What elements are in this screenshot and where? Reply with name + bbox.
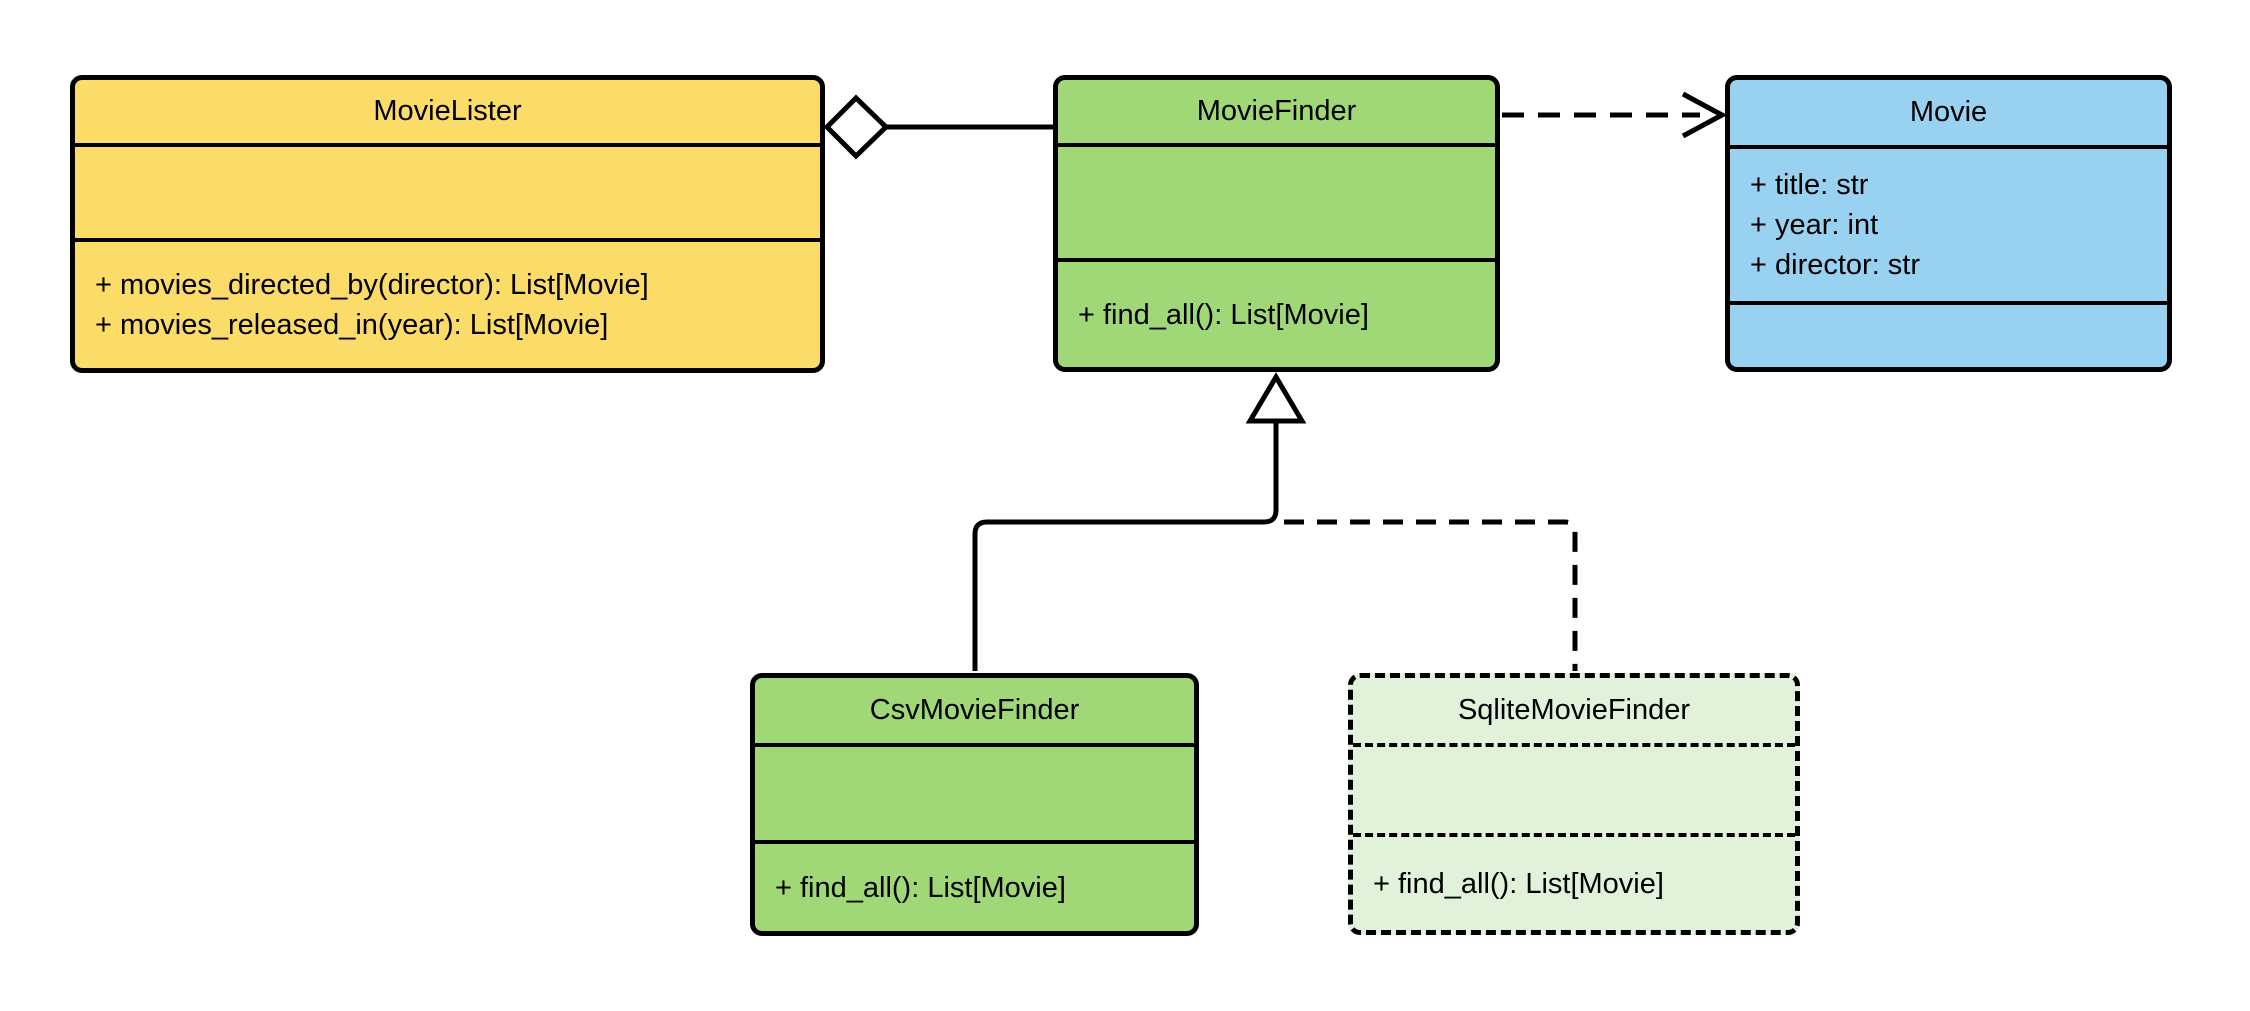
class-title-compartment: CsvMovieFinder bbox=[755, 678, 1194, 743]
generalization-solid-connector bbox=[972, 372, 1307, 671]
hollow-triangle-marker bbox=[1245, 372, 1307, 424]
method-entry: + movies_directed_by(director): List[Mov… bbox=[95, 269, 649, 301]
method-entry: + movies_released_in(year): List[Movie] bbox=[95, 309, 609, 341]
method-entry: + find_all(): List[Movie] bbox=[1373, 867, 1664, 900]
class-name: CsvMovieFinder bbox=[869, 694, 1080, 726]
methods-compartment: + find_all(): List[Movie] bbox=[755, 840, 1194, 931]
generalization-dashed-connector bbox=[1284, 519, 1578, 671]
class-name: SqliteMovieFinder bbox=[1457, 694, 1691, 726]
class-box-movie: Movie + title: str + year: int + directo… bbox=[1725, 75, 2172, 372]
attributes-compartment: + title: str + year: int + director: str bbox=[1730, 145, 2167, 301]
methods-compartment: + movies_directed_by(director): List[Mov… bbox=[75, 238, 820, 368]
class-box-movielister: MovieLister + movies_directed_by(directo… bbox=[70, 75, 825, 373]
methods-compartment: + find_all(): List[Movie] bbox=[1353, 833, 1795, 930]
class-title-compartment: MovieFinder bbox=[1058, 80, 1495, 143]
attribute-entry: + year: int bbox=[1750, 209, 1879, 241]
methods-compartment: + find_all(): List[Movie] bbox=[1058, 258, 1495, 367]
methods-compartment bbox=[1730, 301, 2167, 367]
class-name: MovieFinder bbox=[1196, 95, 1357, 127]
class-box-csvmoviefinder: CsvMovieFinder + find_all(): List[Movie] bbox=[750, 673, 1199, 936]
attributes-compartment bbox=[1353, 743, 1795, 833]
method-entry: + find_all(): List[Movie] bbox=[775, 871, 1066, 904]
method-entry: + find_all(): List[Movie] bbox=[1078, 298, 1369, 331]
dependency-connector bbox=[1502, 91, 1728, 139]
class-title-compartment: Movie bbox=[1730, 80, 2167, 145]
aggregation-connector bbox=[823, 94, 1056, 160]
attribute-entry: + director: str bbox=[1750, 249, 1921, 281]
open-arrowhead-marker bbox=[1681, 91, 1728, 139]
class-title-compartment: MovieLister bbox=[75, 80, 820, 143]
attribute-entry: + title: str bbox=[1750, 169, 1869, 201]
attributes-compartment bbox=[1058, 143, 1495, 258]
class-box-moviefinder: MovieFinder + find_all(): List[Movie] bbox=[1053, 75, 1500, 372]
class-box-sqlitemoviefinder: SqliteMovieFinder + find_all(): List[Mov… bbox=[1348, 673, 1800, 935]
class-name: MovieLister bbox=[373, 95, 522, 127]
class-title-compartment: SqliteMovieFinder bbox=[1353, 678, 1795, 743]
hollow-diamond-marker bbox=[823, 94, 890, 160]
class-name: Movie bbox=[1909, 96, 1988, 128]
attributes-compartment bbox=[755, 743, 1194, 840]
attributes-compartment bbox=[75, 143, 820, 238]
